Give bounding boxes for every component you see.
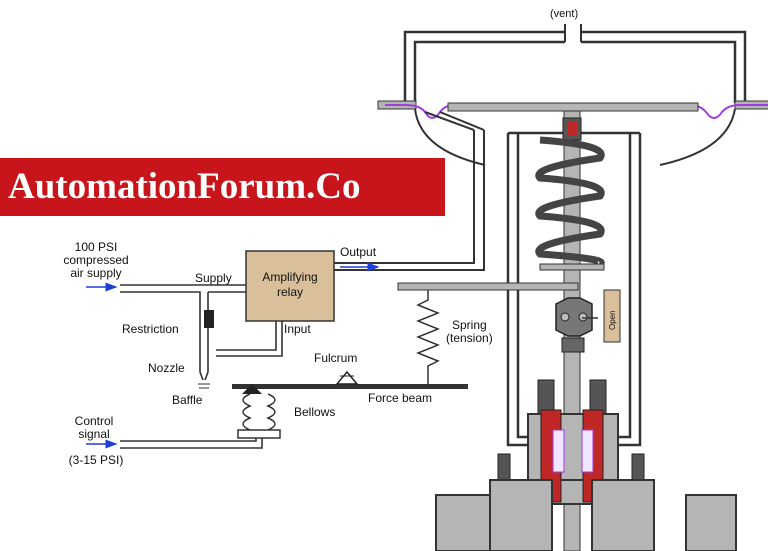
valve-body bbox=[435, 479, 737, 551]
amplifying-relay bbox=[245, 250, 335, 322]
restriction-orifice bbox=[204, 310, 214, 328]
restriction-label: Restriction bbox=[122, 322, 179, 336]
control-range-label: (3-15 PSI) bbox=[69, 453, 124, 467]
input-line bbox=[216, 321, 283, 357]
supply-label: Supply bbox=[195, 271, 232, 285]
spring-seat bbox=[539, 263, 605, 271]
bellows-label: Bellows bbox=[294, 405, 335, 419]
control-signal-line bbox=[120, 438, 263, 449]
travel-indicator-scale bbox=[603, 289, 621, 343]
bellows-pivot bbox=[242, 384, 262, 394]
feedback-spring bbox=[415, 286, 441, 384]
baffle-label: Baffle bbox=[172, 393, 203, 407]
input-label: Input bbox=[284, 322, 311, 336]
feedback-arm bbox=[397, 282, 579, 291]
supply-label-1: 100 PSI bbox=[75, 240, 118, 254]
stem-nut-red bbox=[567, 121, 577, 135]
actuator-housing bbox=[403, 30, 747, 103]
output-pipe bbox=[334, 111, 485, 271]
relay-label-2: relay bbox=[277, 285, 303, 299]
nozzle bbox=[198, 371, 210, 389]
force-beam bbox=[232, 384, 468, 389]
vent-label: (vent) bbox=[550, 8, 578, 20]
brand-banner: AutomationForum.Co bbox=[0, 158, 445, 216]
control-label-1: Control bbox=[75, 414, 114, 428]
supply-line bbox=[120, 284, 246, 372]
relay-label-1: Amplifying bbox=[262, 270, 317, 284]
fulcrum-label: Fulcrum bbox=[314, 351, 357, 365]
spring-label-1: Spring bbox=[452, 318, 487, 332]
force-beam-label: Force beam bbox=[368, 391, 432, 405]
vent-port bbox=[564, 24, 582, 42]
stem-connector bbox=[555, 297, 593, 353]
nozzle-label: Nozzle bbox=[148, 361, 185, 375]
output-label: Output bbox=[340, 245, 377, 259]
fulcrum bbox=[335, 370, 359, 385]
supply-label-2: compressed bbox=[63, 253, 128, 267]
spring-label-2: (tension) bbox=[446, 331, 493, 345]
supply-label-3: air supply bbox=[70, 266, 121, 280]
scale-label: Open bbox=[608, 310, 617, 330]
control-label-2: signal bbox=[78, 427, 109, 441]
bellows bbox=[237, 393, 281, 439]
actuator-spring bbox=[535, 136, 605, 268]
lower-casing bbox=[414, 108, 736, 166]
diaphragm-plate bbox=[447, 102, 699, 112]
